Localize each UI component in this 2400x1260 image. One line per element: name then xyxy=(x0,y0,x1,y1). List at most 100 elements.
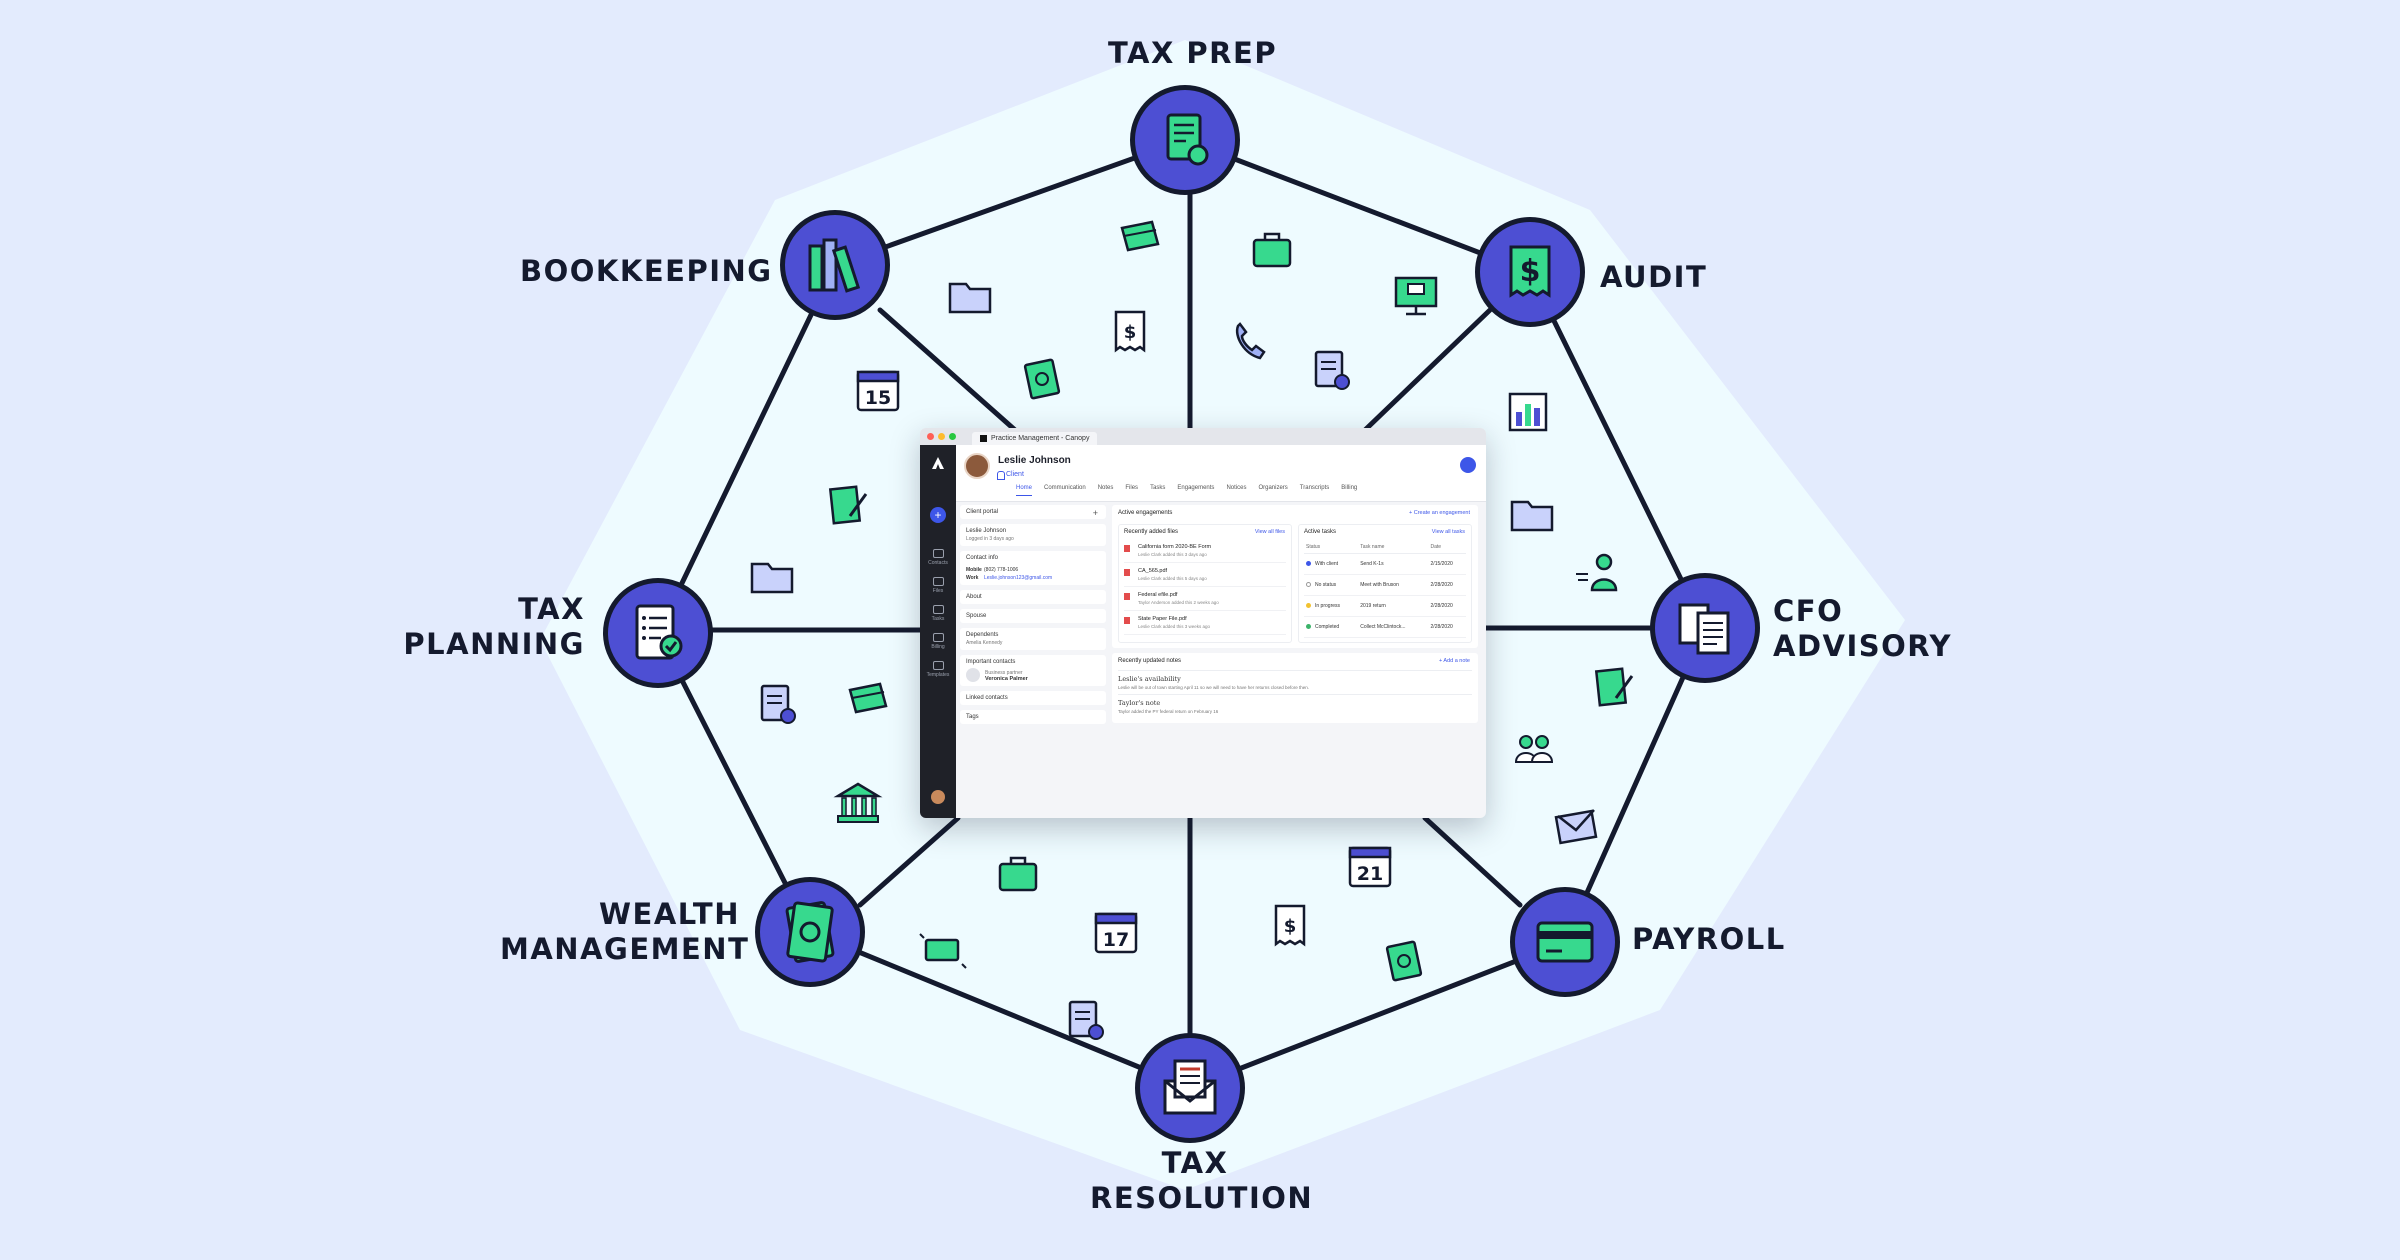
rail-label: Contacts xyxy=(928,560,948,566)
portal-user-card[interactable]: Leslie Johnson Logged in 3 days ago xyxy=(960,524,1106,546)
user-avatar[interactable] xyxy=(931,790,945,804)
service-node-tax-planning[interactable] xyxy=(603,578,713,688)
create-engagement-link[interactable]: + Create an engagement xyxy=(1408,510,1470,516)
dollar-document-icon: $ xyxy=(1264,900,1316,952)
rail-label: Billing xyxy=(931,644,945,650)
tags-card[interactable]: Tags xyxy=(960,710,1106,724)
tab-communication[interactable]: Communication xyxy=(1044,485,1086,491)
task-status: In progress xyxy=(1304,595,1359,617)
status-dot xyxy=(1306,603,1311,609)
tab-organizers[interactable]: Organizers xyxy=(1258,485,1288,491)
service-node-wealth-management[interactable] xyxy=(755,877,865,987)
dependent-name: Amelia Kennedy xyxy=(966,640,1003,646)
service-label-line: TAX PREP xyxy=(1108,36,1278,70)
browser-tab[interactable]: Practice Management - Canopy xyxy=(972,432,1098,445)
dependents-card[interactable]: Dependents Amelia Kennedy xyxy=(960,628,1106,650)
tab-tasks[interactable]: Tasks xyxy=(1150,485,1166,491)
file-name: CA_565.pdf xyxy=(1138,568,1168,574)
rail-icon xyxy=(932,577,944,586)
doodle-text: 15 xyxy=(865,387,891,409)
portal-user-sub: Logged in 3 days ago xyxy=(966,536,1014,542)
minimize-window-dot[interactable] xyxy=(938,433,945,440)
tab-notices[interactable]: Notices xyxy=(1226,485,1247,491)
close-window-dot[interactable] xyxy=(927,433,934,440)
credit-card-icon xyxy=(1536,921,1594,963)
spouse-title: Spouse xyxy=(966,613,987,619)
service-label-line: TAX xyxy=(518,592,585,626)
task-status-label: In progress xyxy=(1315,603,1341,609)
header-action-button[interactable] xyxy=(1460,457,1476,473)
rail-item-contacts[interactable]: Contacts xyxy=(924,549,952,566)
notepad-icon xyxy=(1114,214,1166,266)
maximize-window-dot[interactable] xyxy=(949,433,956,440)
tab-files[interactable]: Files xyxy=(1125,485,1139,491)
view-all-files-link[interactable]: View all files xyxy=(1254,529,1285,535)
linked-contacts-title: Linked contacts xyxy=(966,695,1008,701)
work-email-link[interactable]: Leslie.johnson123@gmail.com xyxy=(984,575,1053,581)
spokes xyxy=(702,187,1658,1043)
service-node-bookkeeping[interactable] xyxy=(780,210,890,320)
service-label-line: BOOKKEEPING xyxy=(520,254,773,288)
contact-name: Veronica Palmer xyxy=(985,676,1028,682)
rail-item-billing[interactable]: Billing xyxy=(924,633,952,650)
note-title: Taylor's note xyxy=(1118,699,1161,707)
service-node-cfo-advisory[interactable] xyxy=(1650,573,1760,683)
client-header: Leslie Johnson Client Home Communication N… xyxy=(956,445,1486,502)
linked-contacts-card[interactable]: Linked contacts xyxy=(960,691,1106,705)
client-type-label: Client xyxy=(1006,471,1024,478)
file-meta: Leslie Clark added this 5 days ago xyxy=(1138,576,1207,581)
tab-home[interactable]: Home xyxy=(1016,485,1033,496)
notes-card: Recently updated notes + Add a note Lesl… xyxy=(1112,653,1478,723)
contact-info-title: Contact info xyxy=(966,555,999,561)
rail-icon xyxy=(932,661,944,670)
engagements-title: Active engagements xyxy=(1118,510,1173,516)
doodle-text: $ xyxy=(1124,322,1137,343)
about-title: About xyxy=(966,594,982,600)
add-portal-icon[interactable]: + xyxy=(1092,508,1098,518)
tab-notes[interactable]: Notes xyxy=(1097,485,1114,491)
add-note-link[interactable]: + Add a note xyxy=(1438,658,1470,664)
add-button[interactable]: + xyxy=(930,507,946,523)
task-status-label: Completed xyxy=(1315,624,1340,630)
tab-transcripts[interactable]: Transcripts xyxy=(1299,485,1330,491)
service-node-tax-prep[interactable] xyxy=(1130,85,1240,195)
books-icon xyxy=(808,238,861,293)
rail-item-files[interactable]: Files xyxy=(924,577,952,594)
clipboard-check-icon xyxy=(1306,344,1358,396)
service-label-payroll: PAYROLL xyxy=(1632,922,1852,957)
task-status-label: With client xyxy=(1315,561,1339,567)
tab-billing[interactable]: Billing xyxy=(1341,485,1358,491)
view-all-tasks-link[interactable]: View all tasks xyxy=(1431,529,1465,535)
service-node-payroll[interactable] xyxy=(1510,887,1620,997)
canopy-favicon-icon xyxy=(980,435,987,442)
spouse-card[interactable]: Spouse xyxy=(960,609,1106,623)
rail-item-templates[interactable]: Templates xyxy=(924,661,952,678)
tab-engagements[interactable]: Engagements xyxy=(1177,485,1215,491)
about-card[interactable]: About xyxy=(960,590,1106,604)
service-node-audit[interactable]: $ xyxy=(1475,217,1585,327)
client-name[interactable]: Leslie Johnson xyxy=(998,455,1071,466)
doc-pen-icon xyxy=(1588,662,1640,714)
task-status: Completed xyxy=(1304,616,1359,638)
notes-title: Recently updated notes xyxy=(1118,658,1182,664)
note-body: Taylor added the PY federal return on Fe… xyxy=(1118,709,1219,714)
portal-user: Leslie Johnson xyxy=(966,528,1007,534)
canopy-logo-icon[interactable] xyxy=(930,455,946,471)
service-node-tax-resolution[interactable] xyxy=(1135,1033,1245,1143)
rail-item-tasks[interactable]: Tasks xyxy=(924,605,952,622)
